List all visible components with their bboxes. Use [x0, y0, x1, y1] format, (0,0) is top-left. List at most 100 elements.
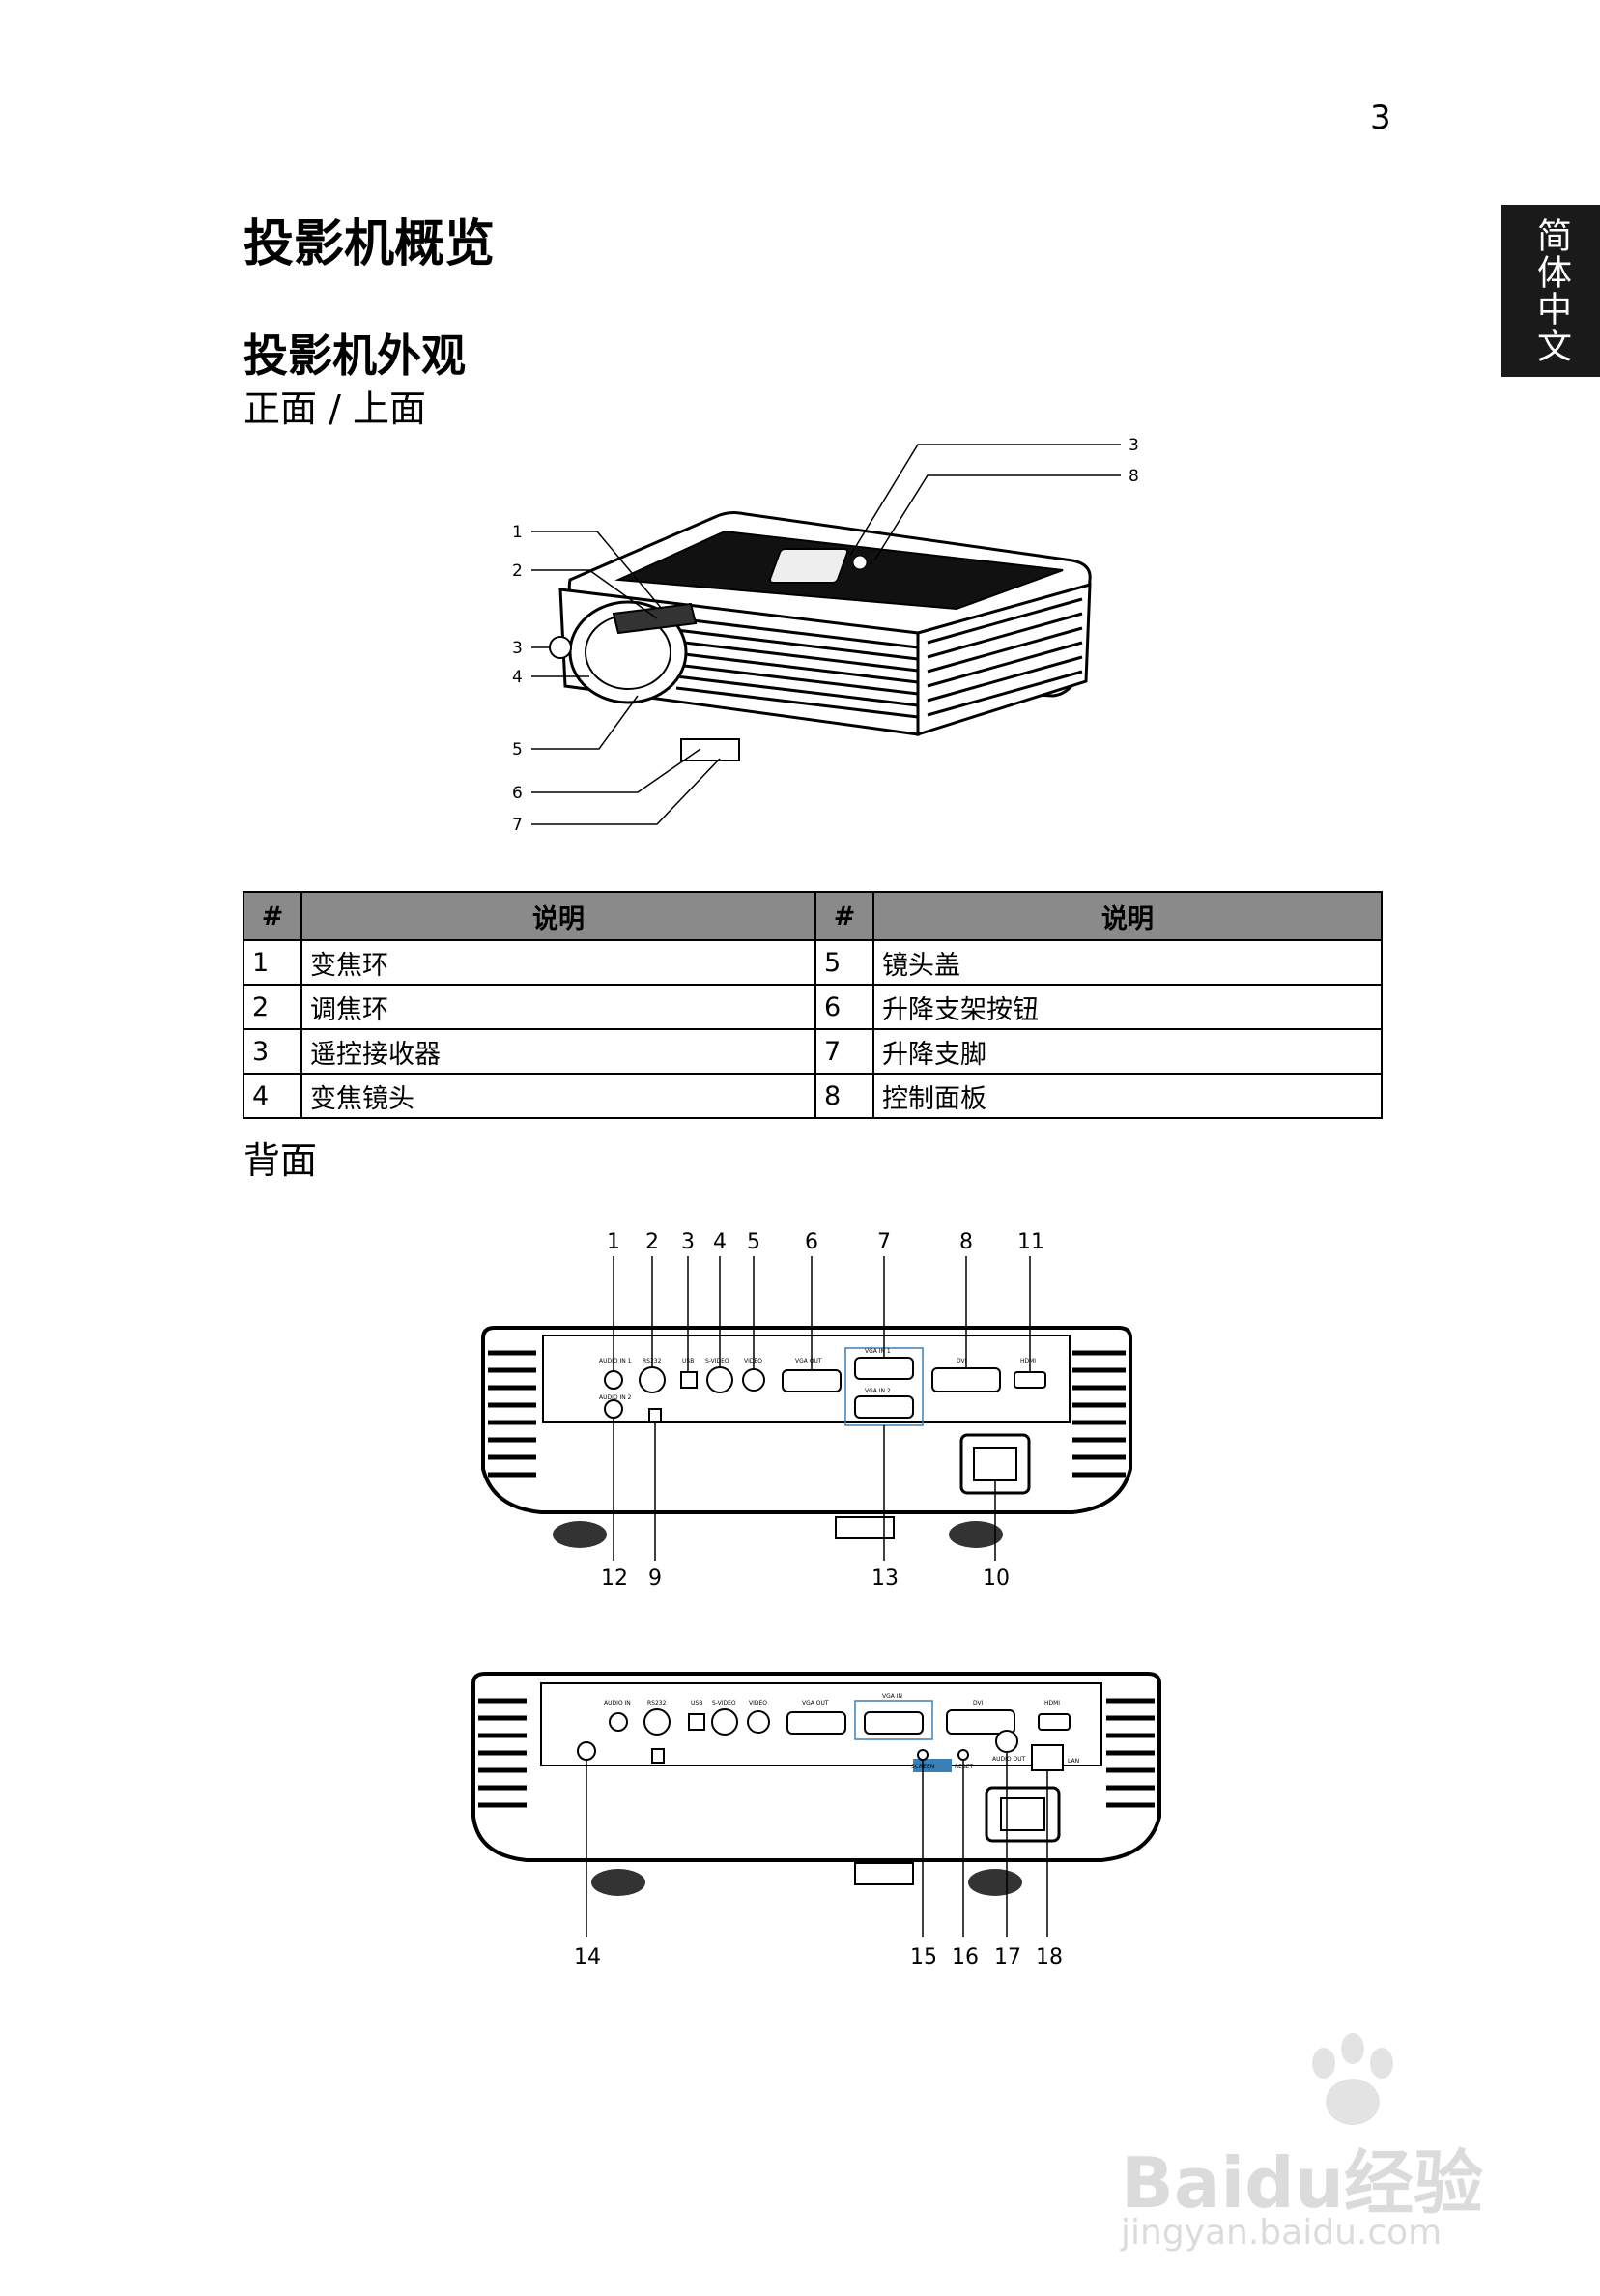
vga-in-1-port-icon [854, 1357, 914, 1380]
table-cell: 调焦环 [300, 984, 816, 1030]
dvi-port-icon [931, 1367, 1001, 1392]
port-label: VGA OUT [795, 1358, 822, 1364]
language-tab: 简体中文 [1501, 205, 1600, 377]
rear2-foot-right [968, 1869, 1022, 1896]
audio-in-port-icon [609, 1712, 628, 1732]
hdmi-port-icon [1014, 1371, 1046, 1389]
power-socket-inner [973, 1447, 1017, 1481]
port-label: VGA IN 1 [865, 1348, 891, 1355]
kensington-lock-icon [648, 1408, 662, 1423]
table-cell: 升降支脚 [872, 1028, 1383, 1075]
front-callout: 1 [512, 523, 523, 542]
audio-out-port-icon [995, 1730, 1018, 1753]
table-header: 说明 [300, 891, 816, 941]
port-label: RESET [955, 1764, 974, 1770]
power-button-icon [852, 555, 868, 570]
s-video-port-icon [706, 1366, 733, 1393]
kensington-lock-icon [651, 1748, 665, 1764]
audio-in-1-port-icon [604, 1370, 623, 1390]
table-cell: 镜头盖 [872, 939, 1383, 986]
front-top-heading: 正面 / 上面 [243, 387, 426, 430]
watermark-brand: Baidu经验 [1121, 2142, 1483, 2224]
table-header-row: # 说明 # 说明 [243, 891, 1383, 941]
rear2-bottom-callout: 16 [952, 1945, 979, 1969]
front-callout: 4 [512, 668, 523, 687]
vga-out-port-icon [786, 1711, 846, 1735]
rear1-top-callout: 1 [607, 1230, 620, 1254]
port-label: VIDEO [749, 1700, 767, 1707]
remote-receiver-icon [549, 636, 572, 659]
front-callout: 3 [1129, 436, 1139, 455]
port-label: AUDIO OUT [992, 1756, 1026, 1763]
page-title: 投影机概览 [243, 215, 496, 273]
front-callout: 5 [512, 740, 523, 760]
table-cell: 3 [243, 1028, 302, 1075]
paw-logo-icon [1312, 2033, 1393, 2125]
table-cell: 变焦环 [300, 939, 816, 986]
rear2-bottom-callout: 15 [910, 1945, 937, 1969]
port-label: S-VIDEO [705, 1358, 729, 1364]
table-cell: 8 [814, 1073, 874, 1119]
port-label: VGA IN [882, 1693, 902, 1700]
port-label: RS232 [647, 1700, 667, 1707]
rear-foot-left [553, 1521, 607, 1548]
rs232-port-icon [643, 1708, 671, 1736]
rear1-top-callout: 8 [959, 1230, 973, 1254]
rear2-foot-left [591, 1869, 645, 1896]
ir-sensor-icon [577, 1741, 596, 1761]
front-callout: 6 [512, 784, 523, 803]
port-label: DVI [973, 1700, 984, 1707]
port-label: VGA IN 2 [865, 1388, 891, 1394]
port-label: S-VIDEO [712, 1700, 736, 1707]
rear1-top-callout: 6 [805, 1230, 818, 1254]
table-header: 说明 [872, 891, 1383, 941]
table-cell: 2 [243, 984, 302, 1030]
table-header: # [814, 891, 874, 941]
port-label: AUDIO IN 1 [599, 1358, 632, 1364]
table-row: 2 调焦环 6 升降支架按钮 [243, 984, 1383, 1030]
rear1-bottom-callout: 13 [871, 1566, 899, 1591]
video-port-icon [747, 1710, 770, 1734]
elevator-foot [680, 738, 740, 761]
audio-in-2-port-icon [604, 1399, 623, 1419]
power-socket-inner [1000, 1797, 1045, 1831]
rear1-bottom-callout: 12 [601, 1566, 628, 1591]
baidu-watermark: Baidu经验 jingyan.baidu.com [1121, 2029, 1507, 2271]
rear1-top-callout: 2 [645, 1230, 659, 1254]
control-panel [768, 548, 849, 584]
watermark-url: jingyan.baidu.com [1121, 2213, 1443, 2253]
vga-in-2-port-icon [854, 1395, 914, 1419]
front-projector-drawing: 1 2 3 4 5 6 7 3 8 [512, 436, 1139, 835]
dvi-port-icon [946, 1709, 1015, 1735]
parts-table: # 说明 # 说明 1 变焦环 5 镜头盖 2 调焦环 6 升降支架按钮 3 遥… [243, 891, 1383, 1119]
vga-out-port-icon [782, 1369, 842, 1392]
port-label: USB [691, 1700, 702, 1707]
rear1-top-callout: 4 [713, 1230, 727, 1254]
table-row: 1 变焦环 5 镜头盖 [243, 939, 1383, 986]
rear-projector-figure-1: AUDIO IN 1 RS232 USB S-VIDEO VIDEO VGA O… [473, 1227, 1140, 1594]
table-row: 4 变焦镜头 8 控制面板 [243, 1073, 1383, 1119]
table-cell: 遥控接收器 [300, 1028, 816, 1075]
rear1-bottom-callout: 9 [648, 1566, 662, 1591]
table-cell: 7 [814, 1028, 874, 1075]
port-label: AUDIO IN [604, 1700, 631, 1707]
front-callout: 3 [512, 639, 523, 658]
port-label: HDMI [1044, 1700, 1060, 1707]
rear-projector-drawing-2: AUDIO IN RS232 USB S-VIDEO VIDEO VGA OUT… [471, 1672, 1161, 1969]
port-label: VGA OUT [802, 1700, 829, 1707]
rear-heading: 背面 [243, 1139, 318, 1182]
rear-foot-right [949, 1521, 1003, 1548]
rear2-bottom-callout: 17 [994, 1945, 1021, 1969]
port-label: AUDIO IN 2 [599, 1394, 632, 1401]
lan-port-icon [1031, 1744, 1064, 1771]
vga-in-port-icon [864, 1711, 924, 1735]
rear2-bottom-callout: 18 [1036, 1945, 1063, 1969]
front-callout: 8 [1129, 467, 1139, 486]
rear1-top-callout: 3 [681, 1230, 695, 1254]
table-cell: 控制面板 [872, 1073, 1383, 1119]
video-port-icon [742, 1368, 765, 1392]
rear1-top-callout: 7 [877, 1230, 891, 1254]
reset-button-icon [957, 1749, 969, 1761]
language-tab-label: 简体中文 [1531, 217, 1571, 364]
port-label: HDMI [1020, 1358, 1036, 1364]
